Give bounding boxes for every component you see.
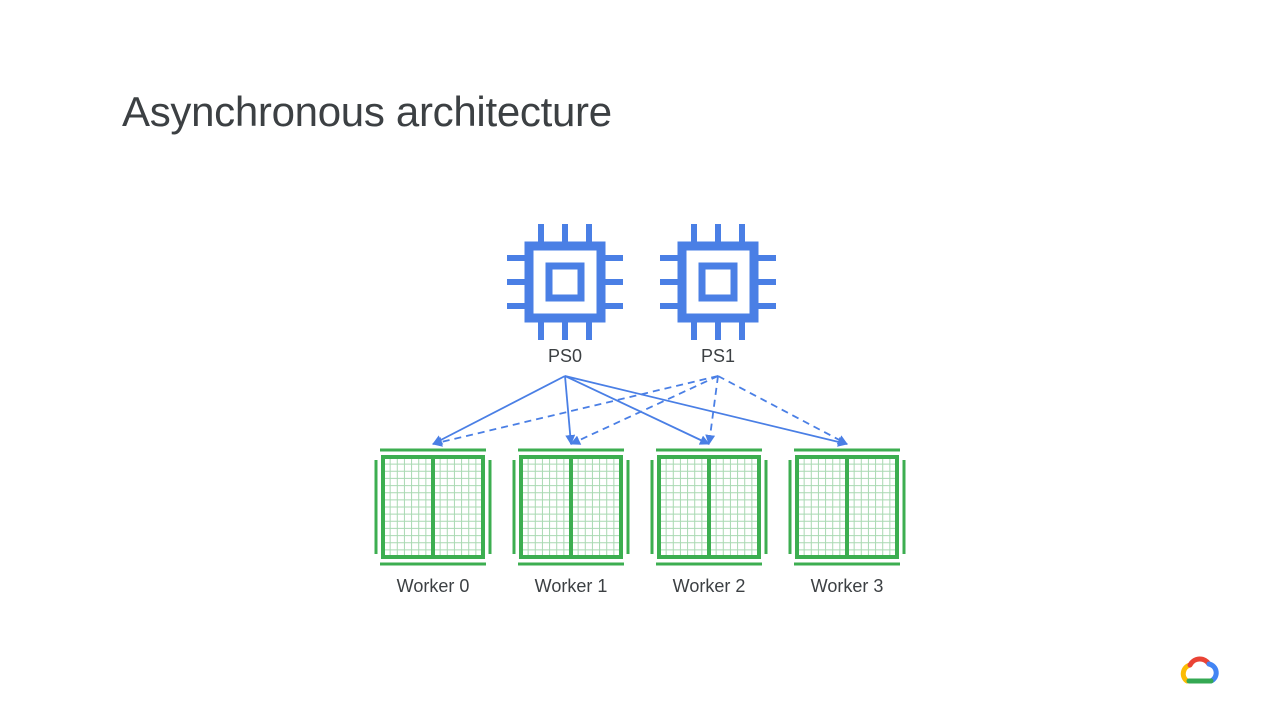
- tpu-grid-icon: [374, 448, 492, 566]
- ps-node-ps1: PS1: [660, 224, 776, 366]
- tpu-grid-icon: [512, 448, 630, 566]
- ps-label: PS0: [548, 346, 582, 366]
- arrow-ps1-w1: [570, 375, 719, 445]
- worker-label: Worker 3: [811, 576, 884, 596]
- google-cloud-logo-icon: [1180, 656, 1219, 684]
- arrow-ps0-w1: [564, 375, 576, 445]
- cpu-chip-icon: [660, 224, 776, 340]
- arrow-ps1-w2: [705, 375, 719, 445]
- cpu-chip-icon: [507, 224, 623, 340]
- tpu-grid-icon: [788, 448, 906, 566]
- worker-node-w3: Worker 3: [788, 448, 906, 596]
- slide-title: Asynchronous architecture: [122, 88, 612, 135]
- worker-label: Worker 0: [397, 576, 470, 596]
- arrow-ps0-w0: [432, 375, 566, 445]
- ps-label: PS1: [701, 346, 735, 366]
- parameter-servers: PS0 PS1: [507, 224, 776, 366]
- arrow-ps1-w0: [432, 375, 719, 447]
- workers: Worker 0 Worker 1 Worker 2 Worker 3: [374, 448, 906, 596]
- worker-node-w1: Worker 1: [512, 448, 630, 596]
- worker-label: Worker 1: [535, 576, 608, 596]
- worker-node-w0: Worker 0: [374, 448, 492, 596]
- worker-label: Worker 2: [673, 576, 746, 596]
- arrow-ps0-w2: [564, 375, 710, 445]
- tpu-grid-icon: [650, 448, 768, 566]
- arrow-ps0-w3: [564, 375, 848, 447]
- worker-node-w2: Worker 2: [650, 448, 768, 596]
- arrow-ps1-w3: [717, 375, 848, 445]
- ps-node-ps0: PS0: [507, 224, 623, 366]
- connections: [432, 375, 848, 447]
